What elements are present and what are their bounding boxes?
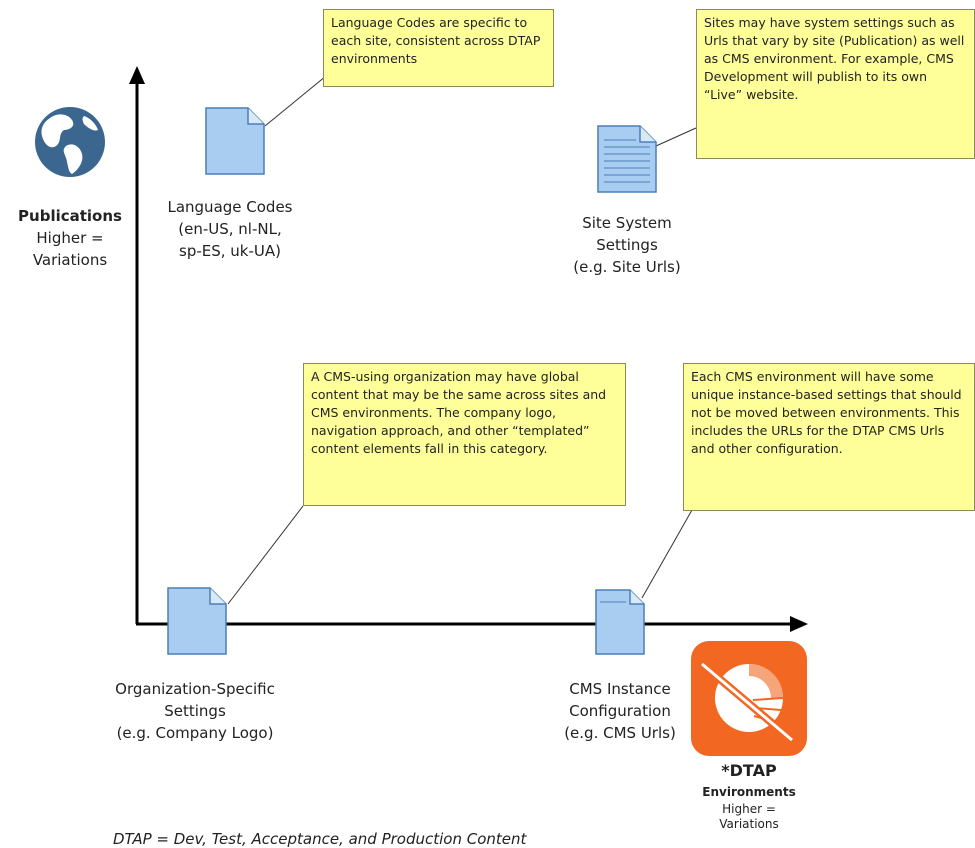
document-icon-language-codes (205, 107, 265, 175)
label-org-settings: Organization-Specific Settings (e.g. Com… (115, 680, 275, 742)
x-axis-title: *DTAP (721, 761, 777, 780)
note-global-content: A CMS-using organization may have global… (303, 363, 626, 506)
y-axis-caption-line2: Variations (32, 251, 108, 269)
note-instance-settings: Each CMS environment will have some uniq… (683, 363, 975, 511)
document-icon-org-settings (167, 587, 227, 655)
label-cms-instance: CMS Instance Configuration (e.g. CMS Url… (564, 680, 676, 742)
x-axis-caption-line1: Higher = (722, 802, 776, 816)
x-axis-title-block: *DTAP Environments Higher = Variations (689, 760, 809, 832)
document-icon-cms-instance (595, 589, 645, 655)
note-language-codes: Language Codes are specific to each site… (323, 9, 554, 87)
connector-global-content (227, 505, 304, 605)
y-axis-title-block: Publications Higher = Variations (0, 205, 140, 271)
y-axis-arrowhead (129, 66, 145, 84)
y-axis-title: Publications (18, 207, 122, 225)
cms-logo-icon (691, 641, 807, 756)
x-axis-caption-line2: Variations (719, 817, 779, 831)
connector-instance-settings (641, 509, 693, 599)
connector-site-settings (655, 127, 697, 147)
y-axis-caption-line1: Higher = (36, 229, 104, 247)
x-axis-arrowhead (790, 616, 808, 632)
label-language-codes: Language Codes (en-US, nl-NL, sp-ES, uk-… (167, 198, 293, 260)
connector-language-codes (264, 75, 327, 127)
label-site-system-settings: Site System Settings (e.g. Site Urls) (573, 214, 681, 276)
document-icon-site-settings (597, 125, 657, 193)
x-axis-subtitle: Environments (702, 785, 796, 799)
globe-icon (35, 107, 105, 177)
note-site-settings: Sites may have system settings such as U… (696, 9, 975, 159)
footnote: DTAP = Dev, Test, Acceptance, and Produc… (113, 830, 527, 848)
